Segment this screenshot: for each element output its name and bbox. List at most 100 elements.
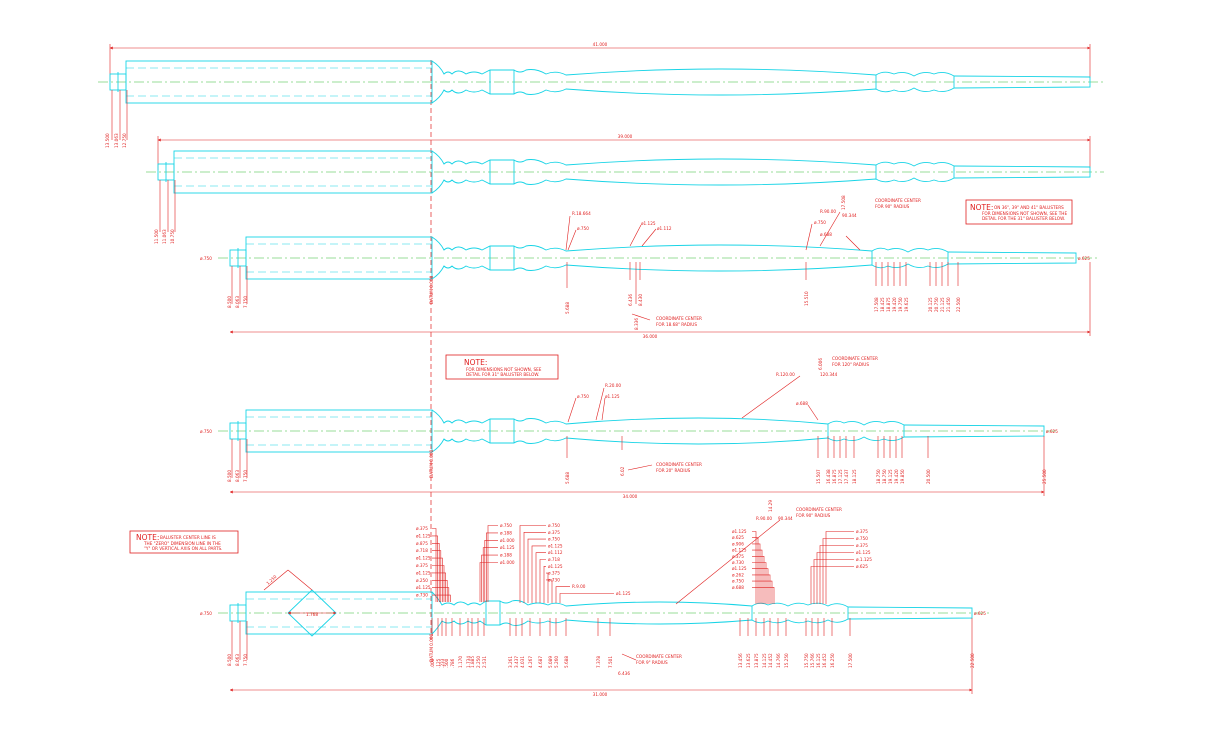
- bottom-dim: 13.456: [738, 653, 743, 668]
- bottom-dim: 20.750: [934, 297, 939, 312]
- leader: [531, 545, 546, 603]
- leader: [432, 579, 448, 602]
- leader: [641, 228, 657, 247]
- leader: [825, 531, 854, 604]
- bottom-dim: 19.420: [894, 469, 899, 484]
- coord-note: FOR 9" RADIUS: [636, 660, 668, 665]
- leader: [752, 549, 763, 604]
- view-39-baluster: 39.000 11.500 11.063 10.750: [146, 134, 1104, 244]
- dia-label: ø.875: [416, 541, 428, 546]
- dia-label: ø.730: [416, 593, 428, 598]
- bottom-dim: 14.452: [768, 653, 773, 668]
- square-block: [173, 150, 433, 194]
- coord-note: FOR 90" RADIUS: [875, 204, 910, 209]
- bottom-dim: 21.450: [946, 297, 951, 312]
- turned-profile: [431, 150, 1091, 194]
- note-line: BALUSTER CENTER LINE IS: [160, 535, 216, 540]
- square-block: [245, 409, 433, 453]
- dia-label: ø.262: [732, 572, 744, 577]
- dia-label: ø1.125: [500, 545, 515, 550]
- dia-label: ø.750: [856, 536, 868, 541]
- radius-label: R.120.00: [776, 372, 795, 377]
- leader: [559, 593, 614, 603]
- leader: [555, 586, 570, 603]
- dia-label: ø1.125: [856, 550, 871, 555]
- leader: [752, 580, 773, 604]
- bottom-dim: 5.260: [554, 656, 559, 668]
- leader: [822, 538, 854, 604]
- dim-line: [287, 569, 313, 591]
- coord-value: 90.344: [778, 516, 793, 521]
- dia-label: ø1.000: [500, 538, 515, 543]
- bottom-dim: 19.420: [892, 297, 897, 312]
- bottom-dim: .233: [440, 658, 445, 668]
- bottom-dim: 8.430: [638, 294, 643, 306]
- dia-label: ø1.125: [732, 529, 747, 534]
- bottom-dim: 13.875: [754, 653, 759, 668]
- note-line: FOR DIMENSIONS NOT SHOWN, SEE: [466, 367, 542, 372]
- dia-label: ø1.125: [605, 394, 620, 399]
- leader: [629, 224, 642, 247]
- bottom-dim: 18.750: [876, 469, 881, 484]
- note-head: NOTE:: [464, 358, 487, 367]
- leader: [546, 572, 549, 603]
- left-dim: 8.500: [227, 470, 232, 482]
- bottom-dim: 19.625: [904, 297, 909, 312]
- left-dim: 8.500: [227, 654, 232, 666]
- bottom-dim: 18.875: [886, 297, 891, 312]
- dia-label: ø.718: [416, 548, 428, 553]
- end-dia-right: ø.625: [974, 611, 986, 616]
- overall-dim: 31.000: [593, 692, 608, 697]
- turned-profile: [431, 409, 1045, 453]
- left-dim: 8.063: [235, 296, 240, 308]
- overall-dim: 39.000: [618, 134, 633, 139]
- note-line: DETAIL FOR 31" BALUSTER BELOW.: [466, 372, 539, 377]
- note-head: NOTE:: [136, 533, 159, 542]
- leader: [752, 568, 769, 604]
- left-dim: 8.500: [227, 296, 232, 308]
- leader: [432, 528, 437, 602]
- bottom-dim: 14.125: [762, 653, 767, 668]
- leader: [741, 375, 801, 419]
- note-line: THE "ZERO" DIMENSION LINE IN THE: [143, 541, 221, 546]
- coord-note: FOR 18.68" RADIUS: [656, 322, 697, 327]
- bottom-dim: 16.250: [830, 653, 835, 668]
- dia-label: ø.750: [732, 579, 744, 584]
- dia-label: ø.188: [500, 530, 512, 535]
- dia-label: ø.188: [500, 553, 512, 558]
- dia-label: ø1.112: [657, 226, 672, 231]
- left-dim: 11.063: [162, 229, 167, 244]
- leader: [752, 586, 775, 604]
- dia-label: ø1.125: [416, 570, 431, 575]
- bottom-dim: 13.625: [746, 653, 751, 668]
- dia-label: ø.688: [732, 585, 744, 590]
- square-dim: 1.250: [265, 574, 278, 586]
- leader: [432, 565, 445, 602]
- bottom-dim: 15.510: [804, 291, 809, 306]
- radius-label: R.90.00: [756, 516, 772, 521]
- leader: [567, 397, 577, 423]
- left-dim: 7.750: [243, 470, 248, 482]
- dia-label: ø.375: [732, 554, 744, 559]
- leader: [519, 525, 546, 603]
- bottom-dim: 18.750: [882, 469, 887, 484]
- bottom-dim: .500: [444, 658, 449, 668]
- dia-label: R.9.00: [572, 584, 586, 589]
- leader: [601, 397, 606, 421]
- leader: [627, 464, 653, 471]
- left-dim: 8.063: [235, 470, 240, 482]
- bottom-dim: 4.687: [538, 656, 543, 668]
- leader: [819, 211, 841, 247]
- leader: [805, 223, 813, 251]
- leader: [482, 547, 498, 602]
- leader: [567, 229, 577, 251]
- leader: [807, 404, 819, 421]
- leader: [432, 550, 442, 602]
- radius-label: R.20.00: [605, 383, 621, 388]
- dia-label: ø1.125: [641, 221, 656, 226]
- end-dia-left: ø.750: [200, 256, 212, 261]
- coord-value: 120.344: [820, 372, 838, 377]
- bottom-dim: 17.125: [838, 469, 843, 484]
